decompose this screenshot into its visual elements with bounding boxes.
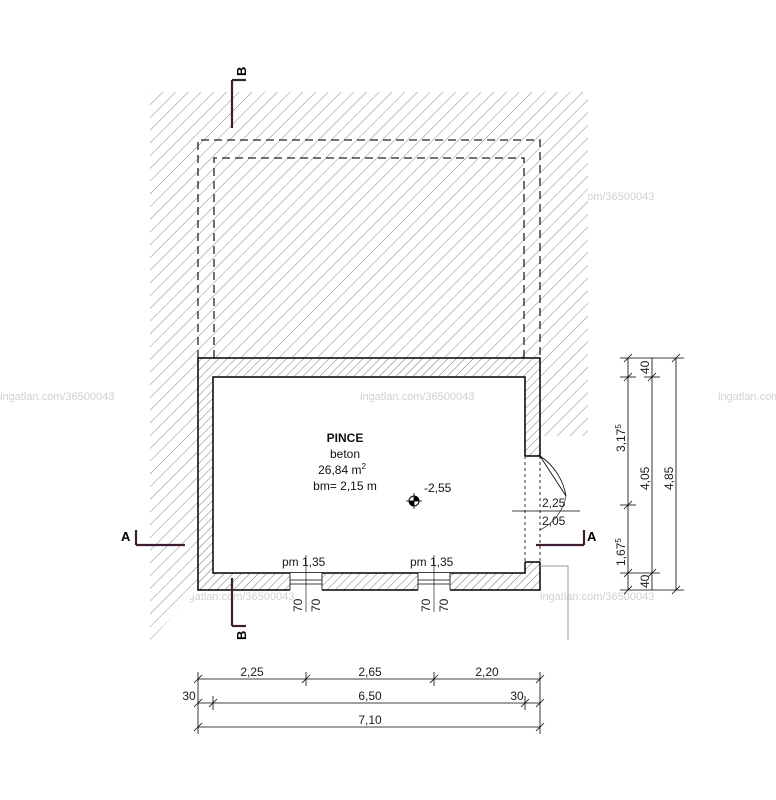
dim-right: 40 — [638, 360, 652, 374]
window-label: pm 1,35 — [410, 555, 454, 569]
watermark: ingatlan.com/36500043 — [540, 591, 654, 603]
dimension-lines-right — [620, 353, 684, 595]
section-label-a: A — [587, 529, 597, 544]
room-area: 26,84 m2 — [318, 462, 366, 477]
dim-segment: 2,65 — [358, 665, 382, 679]
ground-line — [540, 565, 569, 640]
dim-right: 40 — [638, 574, 652, 588]
dimension-lines-bottom — [193, 672, 545, 734]
basement-walls — [197, 357, 541, 591]
section-marker-a-right — [536, 530, 586, 547]
dim-segment: 2,25 — [240, 665, 264, 679]
room-material: beton — [330, 447, 360, 461]
room-name: PINCE — [327, 431, 364, 445]
section-marker-b-bottom — [230, 578, 246, 628]
dim-right: 4,05 — [638, 466, 652, 490]
dim-segment: 30 — [182, 689, 196, 703]
section-marker-a-left — [134, 530, 185, 547]
window-label: pm 1,35 — [282, 555, 326, 569]
level-marker-icon — [406, 493, 422, 509]
section-marker-b-top — [230, 78, 246, 128]
watermark: ingatlan.com/36500043 — [360, 391, 474, 403]
door-height-bottom: 2,05 — [542, 514, 566, 528]
earth-hatch — [150, 92, 588, 640]
section-label-b: B — [234, 631, 249, 640]
dim-right: 1,675 — [614, 538, 628, 566]
dim-right: 3,175 — [614, 424, 628, 452]
window-dim: 70 — [437, 598, 451, 612]
watermark: ingatlan.com/36500043 — [0, 391, 114, 403]
door-swing — [539, 455, 567, 497]
dim-segment: 6,50 — [358, 689, 382, 703]
dim-right: 4,85 — [662, 466, 676, 490]
room-level: -2,55 — [424, 481, 452, 495]
watermark: ingatlan.com/36500043 — [180, 591, 294, 603]
window-dim: 70 — [309, 598, 323, 612]
watermark: ingatlan.com/36500043 — [718, 391, 776, 403]
section-label-a: A — [121, 529, 131, 544]
door-opening — [522, 456, 544, 562]
door-height-top: 2,25 — [542, 496, 566, 510]
window-dim: 70 — [419, 598, 433, 612]
room-height: bm= 2,15 m — [313, 479, 377, 493]
dim-segment: 2,20 — [475, 665, 499, 679]
section-label-b: B — [234, 67, 249, 76]
window-dim: 70 — [291, 598, 305, 612]
dashed-outline — [197, 139, 541, 358]
dim-segment: 30 — [510, 689, 524, 703]
dim-total: 7,10 — [358, 713, 382, 727]
